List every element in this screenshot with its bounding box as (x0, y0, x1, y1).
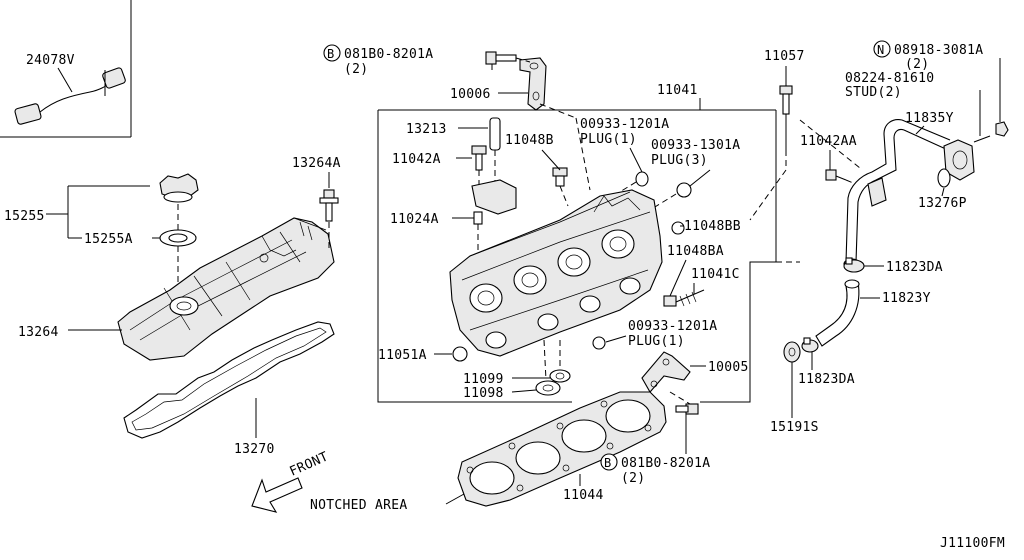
label-13213: 13213 (406, 122, 447, 137)
label-11042aa: 11042AA (800, 134, 857, 149)
plug-11048ba (663, 289, 705, 307)
bolt-11042a (471, 145, 487, 196)
label-11099: 11099 (463, 372, 504, 387)
label-081b0-bottom: 081B0-8201A (621, 456, 710, 471)
label-11048ba: 11048BA (667, 244, 724, 259)
label-11042a: 11042A (392, 152, 441, 167)
label-11098: 11098 (463, 386, 504, 401)
label-11823y: 11823Y (882, 291, 931, 306)
hose-11823y (815, 279, 860, 347)
oring-13276p (937, 168, 951, 188)
rocker-cover-part (117, 217, 335, 361)
label-15191s: 15191S (770, 420, 819, 435)
label-11051a: 11051A (378, 348, 427, 363)
label-plug1-bot: PLUG(1) (628, 334, 685, 349)
label-13264a: 13264A (292, 156, 341, 171)
label-00933-1301a: 00933-1301A (651, 138, 740, 153)
label-11041c: 11041C (691, 267, 740, 282)
label-13264: 13264 (18, 325, 59, 340)
plug-15191s (783, 341, 801, 363)
label-15255: 15255 (4, 209, 45, 224)
b-symbol-top: B (327, 47, 335, 61)
label-11823da-top: 11823DA (886, 260, 943, 275)
bolt-13264a (319, 189, 339, 250)
head-frame (377, 110, 572, 403)
label-081b0-top-qty: (2) (344, 62, 368, 77)
label-11044: 11044 (563, 488, 604, 503)
label-081b0-top: 081B0-8201A (344, 47, 433, 62)
plug-bottom (592, 336, 606, 350)
label-stud-2: STUD(2) (845, 85, 902, 100)
label-15255a: 15255A (84, 232, 133, 247)
water-pipe-11835y (843, 119, 975, 270)
bolt-b-bottom: B (600, 403, 699, 471)
valve-seals (535, 339, 571, 396)
label-11057: 11057 (764, 49, 805, 64)
label-11048b: 11048B (505, 133, 554, 148)
bracket-10005 (641, 351, 691, 405)
label-plug3: PLUG(3) (651, 153, 708, 168)
plug-11051a (452, 346, 468, 362)
plug-11048b (552, 167, 569, 207)
label-11041: 11041 (657, 83, 698, 98)
sensor-harness-part (14, 67, 126, 125)
label-13270: 13270 (234, 442, 275, 457)
label-10005: 10005 (708, 360, 749, 375)
head-gasket-part (457, 391, 667, 507)
label-11048bb: 11048BB (684, 219, 741, 234)
label-00933-1201a-bot: 00933-1201A (628, 319, 717, 334)
label-11024a: 11024A (390, 212, 439, 227)
b-symbol-bottom: B (604, 456, 612, 470)
label-10006: 10006 (450, 87, 491, 102)
dowel-11024a (473, 211, 483, 250)
front-arrow (251, 477, 303, 513)
n-symbol: N (877, 43, 885, 57)
nut-n: N (873, 40, 1009, 137)
label-24078v: 24078V (26, 53, 75, 68)
clamp-11823da-bottom (801, 337, 819, 353)
label-notched-area: NOTCHED AREA (310, 498, 408, 513)
clamp-11823da-top (843, 257, 865, 273)
cylinder-head-part (449, 179, 663, 357)
stud-11057 (779, 85, 793, 170)
figure-code: J11100FM (940, 536, 1005, 551)
label-08918-qty: (2) (905, 57, 929, 72)
harness-inset: 24078V (0, 0, 132, 138)
label-front: FRONT (288, 449, 331, 479)
label-081b0-bottom-qty: (2) (621, 471, 645, 486)
stud-part (973, 135, 991, 143)
label-13276p: 13276P (918, 196, 967, 211)
bolt-b-top: B (323, 44, 517, 70)
label-plug1-top: PLUG(1) (580, 132, 637, 147)
label-11835y: 11835Y (905, 111, 954, 126)
label-00933-1201a-top: 00933-1201A (580, 117, 669, 132)
oil-cap-group: 15255 15255A (4, 173, 199, 298)
label-08918-3081a: 08918-3081A (894, 43, 983, 58)
label-11823da-bottom: 11823DA (798, 372, 855, 387)
rocker-gasket-part (123, 321, 335, 439)
label-08224-81610: 08224-81610 (845, 71, 934, 86)
bracket-10006 (515, 57, 591, 191)
